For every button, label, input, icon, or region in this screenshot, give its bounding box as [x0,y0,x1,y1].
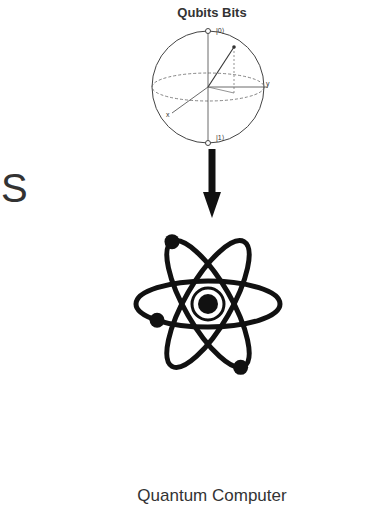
bloch-sphere-node: Qubits Bits [142,2,282,148]
atom-icon-node: Quantum Computer [118,222,306,514]
bloch-sphere [142,26,274,148]
atom-icon [118,222,298,394]
ket-one: |1⟩ [216,134,224,141]
cut-letter: S [1,168,28,208]
sphere-heading: Qubits Bits [142,5,282,20]
flow-arrow [209,149,216,194]
computer-caption: Quantum Computer [118,486,306,506]
axis-x: x [166,111,170,118]
ket-zero: |0⟩ [216,27,224,34]
axis-y: y [266,80,270,87]
